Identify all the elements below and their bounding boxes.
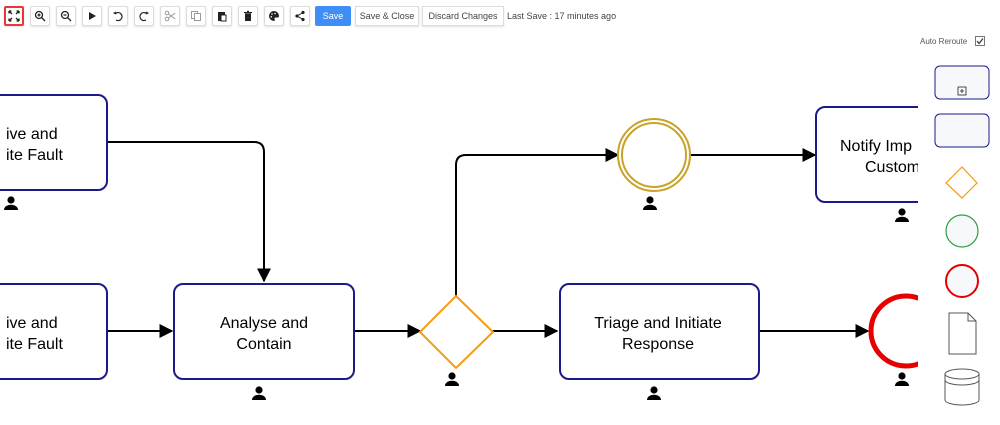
palette-icon	[269, 11, 279, 21]
fit-screen-button[interactable]	[4, 6, 24, 26]
palette-button[interactable]	[264, 6, 284, 26]
copy-button[interactable]	[186, 6, 206, 26]
palette-start-event-shape[interactable]	[945, 214, 979, 248]
end-event[interactable]	[868, 293, 918, 369]
delete-button[interactable]	[238, 6, 258, 26]
checkmark-icon	[976, 38, 984, 45]
flow-connector[interactable]	[455, 148, 620, 296]
auto-reroute-label: Auto Reroute	[920, 37, 968, 46]
user-icon	[895, 208, 909, 222]
task-label-line1: ive and	[6, 315, 58, 332]
palette-data-store-shape[interactable]	[944, 368, 980, 406]
redo-icon	[139, 11, 149, 22]
task-label-line1: Notify Imp	[840, 138, 912, 155]
flow-connector[interactable]	[107, 141, 271, 283]
task-label-line2: Custom	[865, 159, 918, 176]
save-close-button[interactable]: Save & Close	[355, 6, 419, 26]
auto-reroute-checkbox[interactable]	[975, 36, 985, 46]
shape-palette	[918, 34, 1000, 420]
zoom-in-icon	[34, 10, 46, 22]
task-analyse-and-contain[interactable]: Analyse and Contain	[173, 283, 355, 380]
save-button[interactable]: Save	[315, 6, 351, 26]
user-icon	[647, 386, 661, 400]
task-node[interactable]: ive and ite Fault	[0, 283, 108, 380]
paste-icon	[218, 12, 227, 22]
task-label-line2: Response	[622, 336, 694, 353]
palette-task-shape[interactable]	[934, 113, 990, 148]
palette-data-object-shape[interactable]	[948, 312, 977, 355]
exclusive-gateway[interactable]	[418, 294, 495, 370]
user-icon	[4, 196, 18, 210]
task-label-line2: ite Fault	[6, 336, 63, 353]
paste-button[interactable]	[212, 6, 232, 26]
user-icon	[895, 372, 909, 386]
task-label-line1: Triage and Initiate	[594, 315, 722, 332]
intermediate-event[interactable]	[617, 118, 691, 192]
user-icon	[445, 372, 459, 386]
undo-icon	[113, 11, 123, 22]
task-node[interactable]: ive and ite Fault	[0, 94, 108, 191]
redo-button[interactable]	[134, 6, 154, 26]
task-triage-and-initiate-response[interactable]: Triage and Initiate Response	[559, 283, 760, 380]
delete-icon	[244, 10, 252, 21]
task-label-line2: Contain	[236, 336, 291, 353]
cut-icon	[164, 10, 176, 22]
toolbar: Save Save & Close Discard Changes Last S…	[0, 0, 1000, 34]
copy-icon	[191, 11, 201, 21]
zoom-out-button[interactable]	[56, 6, 76, 26]
discard-changes-button[interactable]: Discard Changes	[422, 6, 504, 26]
share-icon	[295, 10, 305, 22]
task-label-line2: ite Fault	[6, 147, 63, 164]
task-label-line1: ive and	[6, 126, 58, 143]
share-button[interactable]	[290, 6, 310, 26]
zoom-out-icon	[60, 10, 72, 22]
palette-gateway-shape[interactable]	[945, 166, 978, 199]
diagram-svg: ive and ite Fault ive and ite Fault Anal…	[0, 94, 918, 400]
task-label-line1: Analyse and	[220, 315, 308, 332]
cut-button[interactable]	[160, 6, 180, 26]
diagram-canvas[interactable]: ive and ite Fault ive and ite Fault Anal…	[0, 34, 918, 420]
play-button[interactable]	[82, 6, 102, 26]
fit-screen-icon	[8, 10, 20, 22]
palette-end-event-shape[interactable]	[945, 264, 979, 298]
play-icon	[89, 12, 96, 20]
task-notify-customers[interactable]: Notify Imp Custom	[815, 106, 918, 203]
user-icon	[643, 196, 657, 210]
last-save-status: Last Save : 17 minutes ago	[507, 11, 617, 21]
undo-button[interactable]	[108, 6, 128, 26]
palette-svg	[934, 65, 990, 406]
zoom-in-button[interactable]	[30, 6, 50, 26]
palette-subprocess-shape[interactable]	[934, 65, 990, 100]
user-icon	[252, 386, 266, 400]
